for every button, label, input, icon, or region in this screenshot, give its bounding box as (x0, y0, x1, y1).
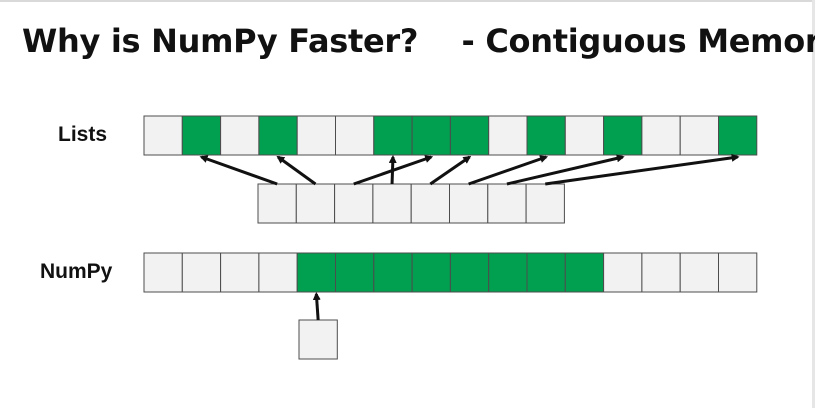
list-memory-cell-empty (220, 115, 260, 156)
pointer-array-cell (487, 183, 527, 224)
numpy-memory-cell-empty (718, 252, 758, 293)
pointer-array-cell (449, 183, 489, 224)
numpy-memory-cell-empty (181, 252, 222, 293)
numpy-memory-cell-empty (143, 252, 183, 293)
top-divider (0, 0, 815, 2)
right-divider (812, 0, 815, 408)
pointer-arrow (468, 155, 549, 186)
numpy-memory-cell-filled (449, 252, 490, 293)
pointer-arrow (545, 153, 740, 186)
slide-title: Why is NumPy Faster? - Contiguous Memory (22, 22, 815, 60)
pointer-array-row (257, 183, 565, 224)
numpy-memory-cell-empty (603, 252, 643, 293)
pointer-arrow (276, 155, 317, 186)
list-memory-cell-empty (296, 115, 337, 156)
list-memory-cell-empty (143, 115, 183, 156)
pointer-array-cell (334, 183, 374, 224)
numpy-memory-cell-filled (373, 252, 413, 293)
list-memory-cell-filled (373, 115, 413, 156)
numpy-memory-cell-filled (488, 252, 528, 293)
list-memory-cell-filled (603, 115, 643, 156)
numpy-memory-cell-filled (411, 252, 451, 293)
lists-memory-row (143, 115, 758, 156)
list-memory-cell-empty (679, 115, 720, 156)
numpy-memory-cell-filled (526, 252, 566, 293)
numpy-memory-row (143, 252, 758, 293)
numpy-memory-cell-empty (258, 252, 298, 293)
pointer-array-cell (525, 183, 565, 224)
numpy-header-group (298, 292, 338, 360)
numpy-memory-cell-filled (335, 252, 375, 293)
numpy-memory-cell-empty (679, 252, 720, 293)
list-memory-cell-empty (335, 115, 375, 156)
pointer-arrow (388, 155, 397, 185)
pointer-arrow (429, 155, 472, 186)
list-memory-cell-empty (564, 115, 605, 156)
numpy-pointer-arrow (312, 292, 321, 321)
pointer-array-cell (295, 183, 336, 224)
pointer-arrow (506, 154, 625, 186)
numpy-memory-cell-empty (220, 252, 260, 293)
numpy-memory-cell-filled (296, 252, 337, 293)
pointer-arrow (199, 155, 278, 186)
numpy-memory-cell-filled (564, 252, 605, 293)
pointer-array-cell (372, 183, 412, 224)
list-memory-cell-filled (526, 115, 566, 156)
numpy-label: NumPy (40, 260, 113, 283)
list-memory-cell-filled (411, 115, 451, 156)
list-memory-cell-filled (718, 115, 758, 156)
pointer-array-cell (257, 183, 297, 224)
pointer-arrows (199, 153, 740, 186)
numpy-header-cell (298, 319, 338, 360)
numpy-memory-cell-empty (641, 252, 681, 293)
list-memory-cell-filled (449, 115, 490, 156)
list-memory-cell-empty (488, 115, 528, 156)
list-memory-cell-filled (181, 115, 222, 156)
list-memory-cell-filled (258, 115, 298, 156)
pointer-array-cell (410, 183, 451, 224)
list-memory-cell-empty (641, 115, 681, 156)
lists-label: Lists (58, 123, 108, 146)
